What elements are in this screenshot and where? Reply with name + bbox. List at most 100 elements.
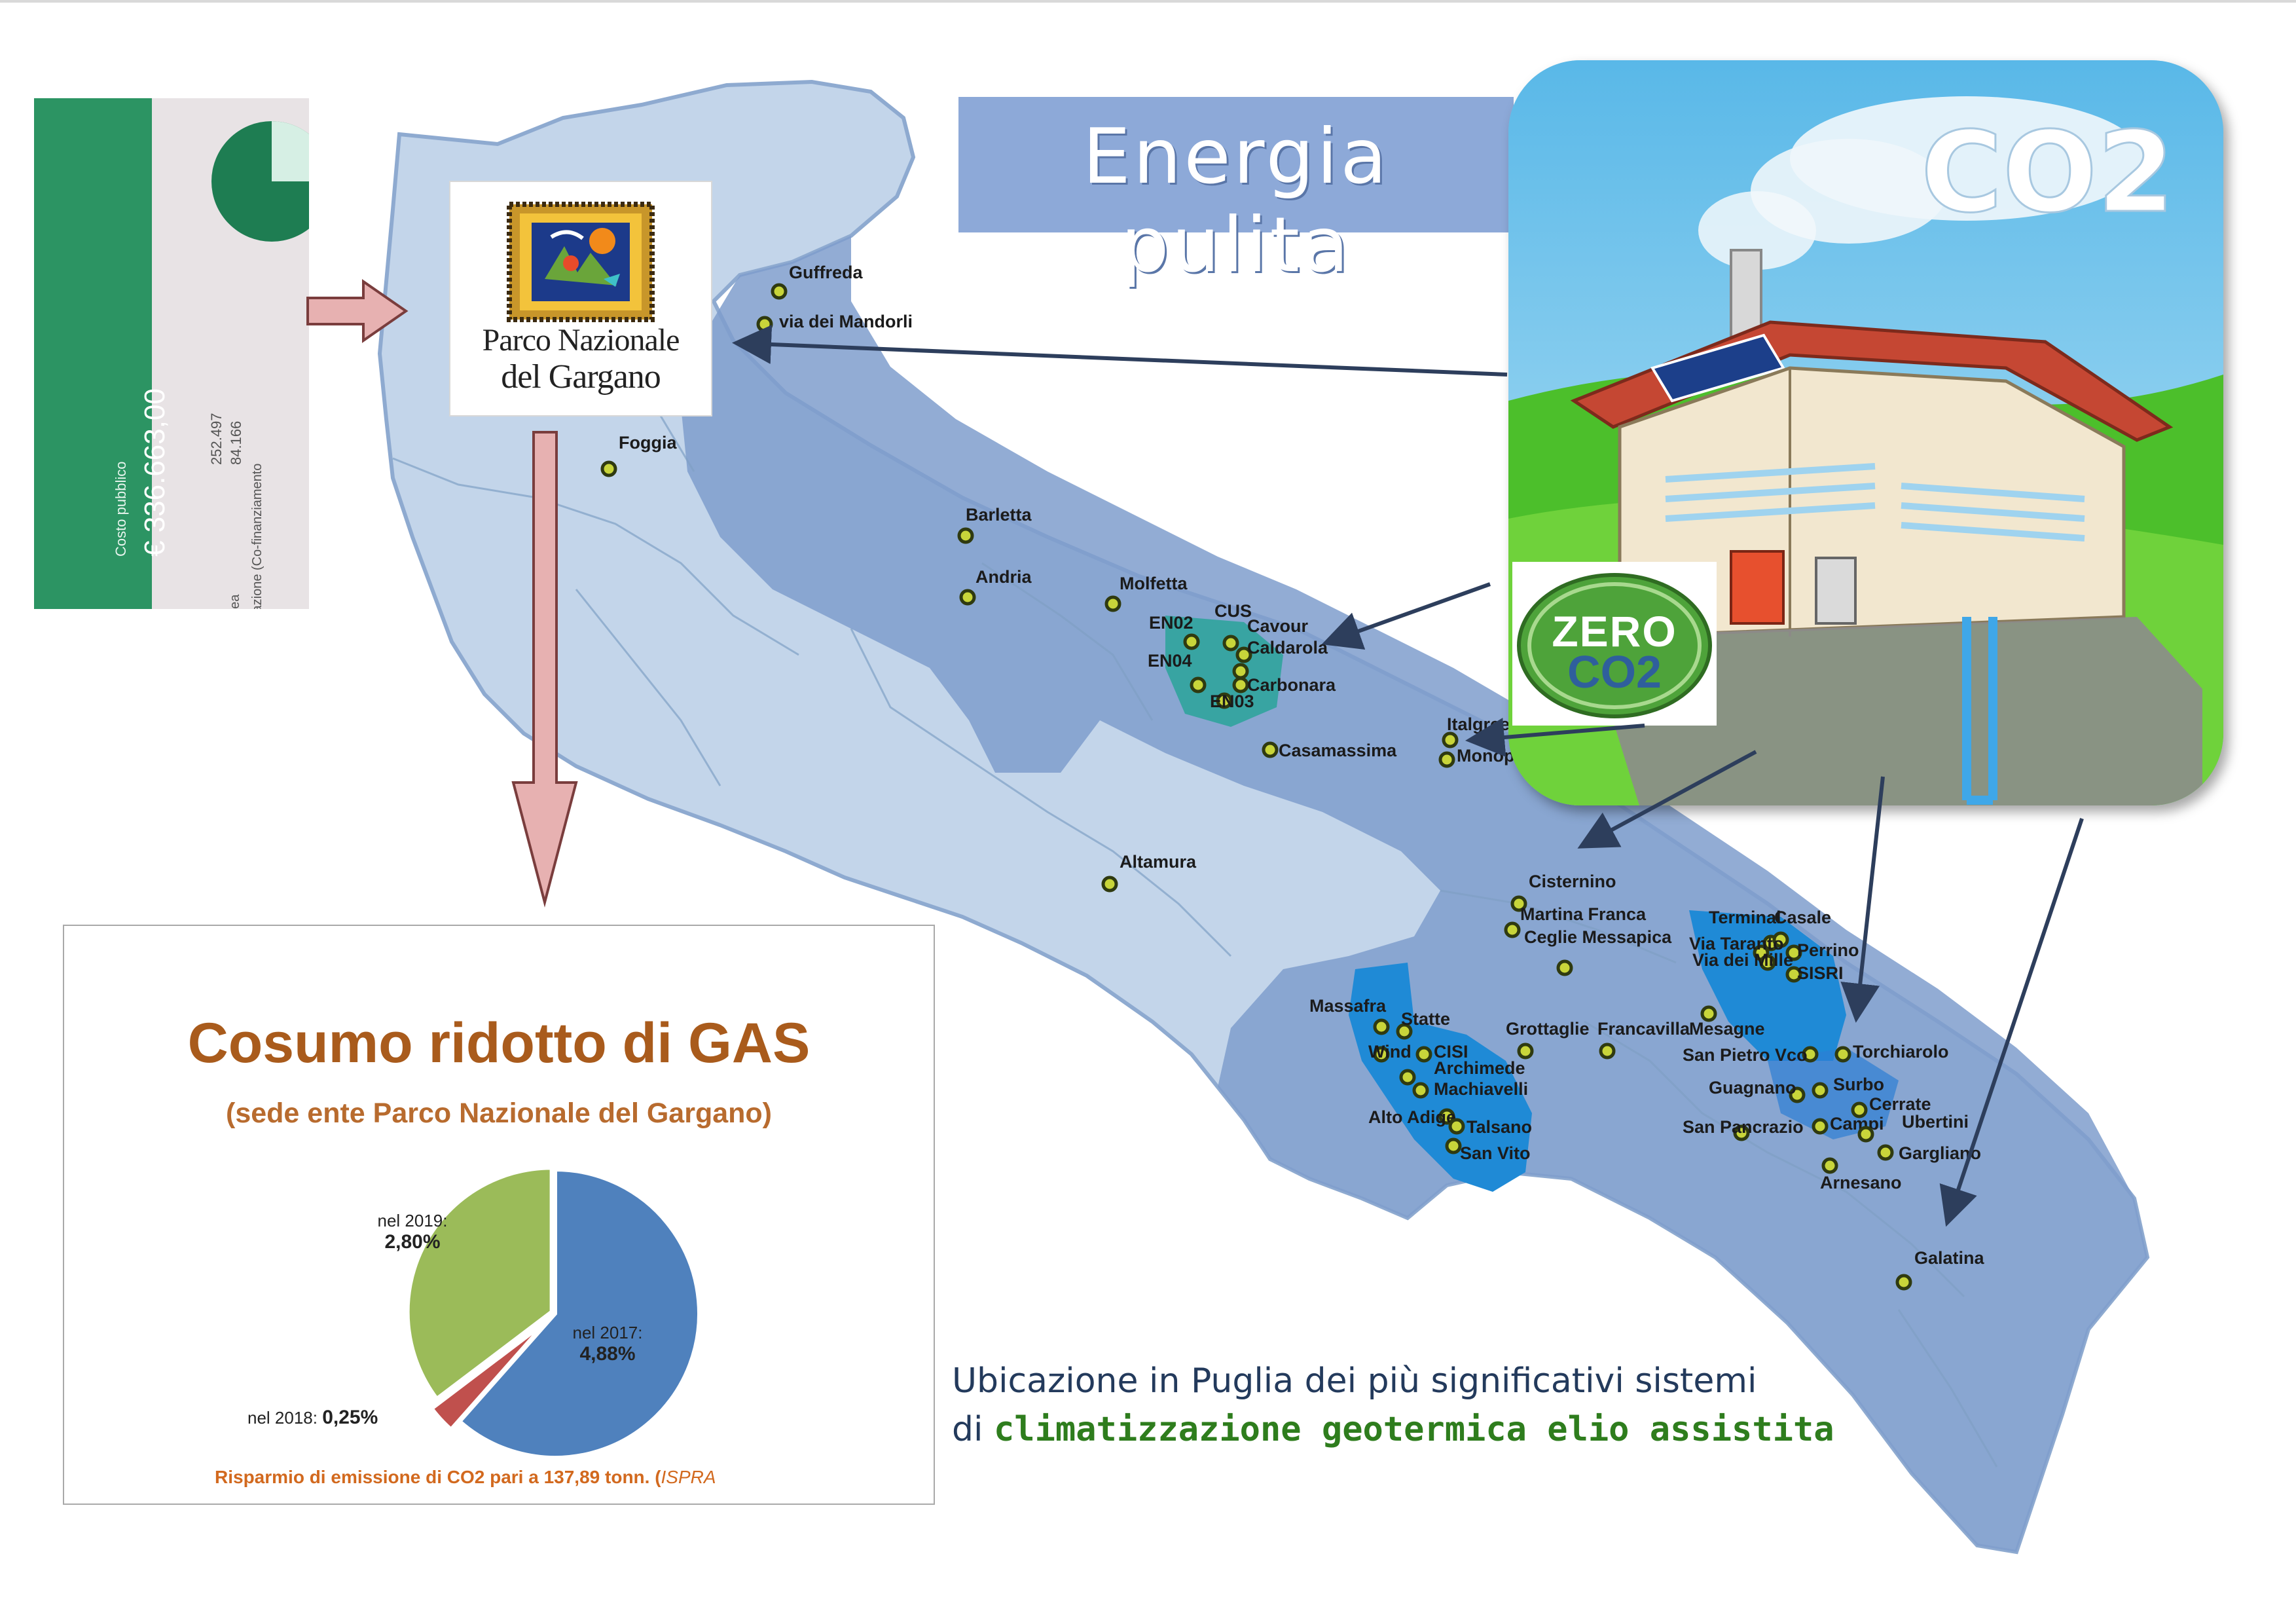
cost-amount-eu: 252.497: [208, 413, 225, 465]
town-label: Arnesano: [1820, 1173, 1902, 1192]
town-marker: [1183, 633, 1200, 650]
map-border-1: [392, 457, 799, 656]
pie-slice-2018: [429, 1320, 549, 1433]
geothermal-house-illustration: CO2: [1508, 60, 2223, 805]
pie-label-2019: nel 2019: 2,80%: [347, 1211, 478, 1253]
town-marker: [1510, 895, 1527, 912]
town-marker: [1438, 751, 1455, 768]
cost-band: [34, 98, 152, 609]
map-land-coastal: [681, 236, 2147, 1552]
gas-subtitle: (sede ente Parco Nazionale del Gargano): [226, 1098, 772, 1129]
town-marker: [1834, 1046, 1851, 1063]
town-label: Wind: [1368, 1042, 1412, 1061]
town-label: Carbonara: [1247, 675, 1336, 695]
map-border-5: [1440, 889, 1677, 964]
gas-footer: Risparmio di emissione di CO2 pari a 137…: [215, 1467, 716, 1488]
town-label: Foggia: [619, 433, 677, 452]
map-border-4: [981, 562, 1154, 721]
town-label: Casale: [1774, 908, 1831, 927]
town-label: Ceglie Messapica: [1524, 927, 1672, 947]
town-label: via dei Mandorli: [779, 312, 913, 331]
town-marker: [1772, 931, 1789, 948]
town-marker: [1700, 1005, 1717, 1022]
town-label: Massafra: [1309, 996, 1387, 1016]
zero-text: ZERO: [1552, 607, 1677, 655]
town-label: Machiavelli: [1434, 1079, 1528, 1099]
town-marker: [1232, 663, 1249, 680]
town-marker: [1851, 1101, 1868, 1118]
town-label: EN04: [1148, 651, 1192, 671]
town-marker: [1262, 741, 1279, 758]
town-marker: [600, 460, 617, 477]
map-cluster-taranto: [1349, 963, 1532, 1192]
pie-slice-2019: [405, 1166, 554, 1402]
town-marker: [1448, 1118, 1465, 1135]
park-logo: Parco Nazionale del Gargano: [449, 181, 712, 416]
town-marker: [1785, 966, 1802, 983]
town-label: Surbo: [1833, 1075, 1884, 1094]
town-label: Martina Franca: [1520, 904, 1647, 924]
town-label: Cerrate: [1869, 1094, 1931, 1114]
town-label: Torchiarolo: [1853, 1042, 1949, 1061]
map-border-8: [1897, 1309, 1998, 1467]
town-label: Gargliano: [1899, 1143, 1981, 1163]
town-label: Alto Adige: [1368, 1107, 1456, 1127]
town-label: Via Taranto: [1689, 934, 1784, 953]
pie-label-2017: nel 2017: 4,88%: [542, 1323, 673, 1365]
park-emblem-icon: [507, 202, 655, 322]
gas-title: Cosumo ridotto di GAS: [187, 1012, 811, 1075]
town-label: Molfetta: [1120, 574, 1188, 593]
town-marker: [1438, 1108, 1455, 1125]
town-label: Barletta: [966, 505, 1032, 525]
town-label: Mesagne: [1689, 1019, 1765, 1039]
town-label: Grottaglie: [1506, 1019, 1590, 1039]
town-label: Archimede: [1434, 1058, 1525, 1078]
cost-item-eu: Unione europea: [228, 595, 243, 609]
town-label: Caldarola: [1247, 638, 1328, 657]
town-label: Andria: [975, 567, 1032, 587]
town-marker: [1101, 876, 1118, 893]
pie-label-2019-year: nel 2019:: [377, 1211, 448, 1230]
pie-label-2018-year: nel 2018:: [247, 1408, 318, 1428]
cost-label: Costo pubblico: [113, 461, 129, 557]
zero-co2-text: CO2: [1567, 646, 1662, 697]
town-label: Perrino: [1797, 940, 1859, 960]
pie-slice-2017: [456, 1167, 701, 1460]
town-marker: [1222, 635, 1239, 652]
title-banner: Energia pulita: [958, 97, 1514, 289]
town-marker: [1599, 1043, 1616, 1060]
town-label: Altamura: [1120, 852, 1197, 872]
town-label: San Pietro Vco: [1683, 1045, 1808, 1065]
town-marker: [1556, 959, 1573, 976]
caption-line2: di climatizzazione geotermica elio assis…: [952, 1405, 1868, 1454]
town-label: CUS: [1214, 601, 1252, 621]
town-label: Francavilla: [1597, 1019, 1690, 1039]
map-border-6: [1584, 1020, 1965, 1298]
town-label: SISRI: [1797, 963, 1844, 983]
town-marker: [1877, 1144, 1894, 1161]
town-label: Terminal: [1709, 908, 1781, 927]
park-name-line2: del Gargano: [501, 358, 661, 396]
caption-line2-prefix: di: [952, 1410, 994, 1449]
town-marker: [1733, 1124, 1750, 1141]
town-label: Ubertini: [1902, 1112, 1969, 1132]
pie-label-2017-value: 4,88%: [579, 1343, 636, 1365]
house-co2-text: CO2: [1921, 108, 2175, 238]
map-cluster-brindisi: [1689, 910, 1846, 1061]
town-marker: [1235, 646, 1252, 663]
town-label: Guffreda: [789, 263, 863, 282]
town-marker: [1504, 921, 1521, 938]
cost-value: € 336.663,00: [139, 388, 171, 557]
town-label: Guagnano: [1709, 1078, 1796, 1098]
town-marker: [1517, 1043, 1534, 1060]
town-marker: [1190, 676, 1207, 693]
town-marker: [1445, 1137, 1462, 1154]
town-label: Galatina: [1914, 1248, 1985, 1268]
zero-badge-icon: [1512, 562, 1717, 726]
map-caption: Ubicazione in Puglia dei più significati…: [952, 1357, 1868, 1454]
park-name-line1: Parco Nazionale: [482, 323, 680, 358]
town-label: CISI: [1434, 1042, 1468, 1061]
town-marker: [1442, 731, 1459, 748]
